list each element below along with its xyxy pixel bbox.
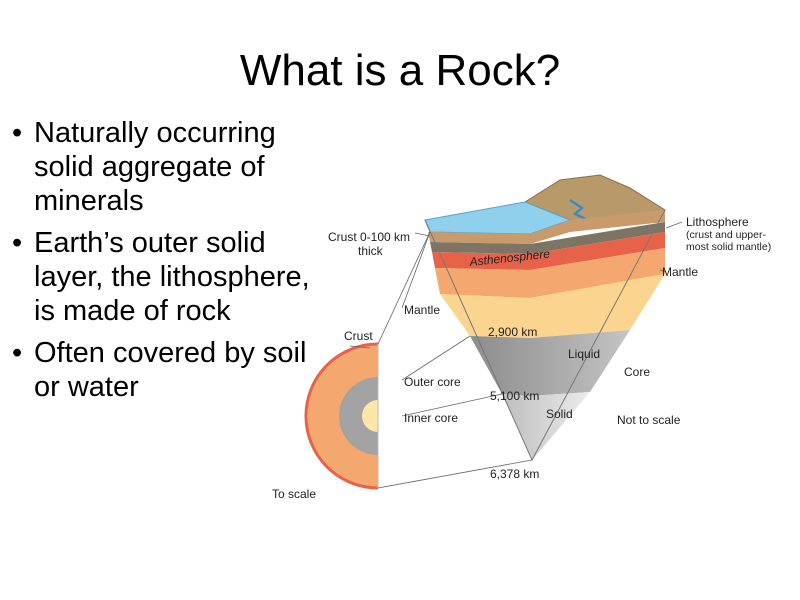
to-scale-cross-section <box>304 342 379 490</box>
upper-mantle-layer <box>435 248 665 298</box>
label-crust-thickness-2: thick <box>358 244 384 258</box>
bullet-dot: • <box>12 337 23 369</box>
bullet-text: Naturally occurring solid aggregate of m… <box>34 117 276 217</box>
label-inner-core: Inner core <box>404 411 458 425</box>
bullet-dot: • <box>12 227 23 259</box>
leader-lines <box>349 221 683 489</box>
label-to-scale: To scale <box>272 487 316 501</box>
bullet-item: • Naturally occurring solid aggregate of … <box>6 116 326 218</box>
label-lithosphere-2: (crust and upper- <box>686 229 766 241</box>
bullet-item: • Often covered by soil or water <box>6 336 326 404</box>
label-depth-5100: 5,100 km <box>490 389 539 403</box>
label-liquid: Liquid <box>568 347 600 361</box>
to-scale-inner-core <box>362 400 378 432</box>
bullet-dot: • <box>12 117 23 149</box>
earth-layers-diagram: Crust 0-100 km thick Lithosphere (crust … <box>272 174 771 501</box>
label-lithosphere: Lithosphere <box>686 215 749 229</box>
earth-cutaway-wedge <box>424 174 667 462</box>
outer-core-layer <box>470 330 630 396</box>
label-core: Core <box>624 365 650 379</box>
slide-title: What is a Rock? <box>239 46 561 95</box>
label-crust: Crust <box>344 329 373 343</box>
label-crust-thickness: Crust 0-100 km <box>328 230 410 244</box>
bullet-text: Earth’s outer solid layer, the lithosphe… <box>34 227 310 327</box>
label-outer-core: Outer core <box>404 375 461 389</box>
bullet-list: • Naturally occurring solid aggregate of … <box>6 116 326 412</box>
to-scale-crust <box>304 342 379 490</box>
label-depth-2900: 2,900 km <box>488 325 537 339</box>
asthenosphere-layer <box>432 232 665 270</box>
label-lithosphere-3: most solid mantle) <box>686 241 771 253</box>
label-depth-6378: 6,378 km <box>490 467 539 481</box>
to-scale-outer-core <box>339 377 378 455</box>
label-mantle-right: Mantle <box>662 265 698 279</box>
inner-core-layer <box>502 392 590 460</box>
river <box>569 198 589 222</box>
lower-mantle-layer <box>440 274 665 338</box>
bullet-item: • Earth’s outer solid layer, the lithosph… <box>6 226 326 328</box>
lithosphere-strip <box>430 222 665 254</box>
label-not-to-scale: Not to scale <box>617 413 681 427</box>
bullet-text: Often covered by soil or water <box>34 337 307 403</box>
label-mantle-left: Mantle <box>404 303 440 317</box>
crust-layer <box>428 210 665 244</box>
label-solid: Solid <box>546 407 573 421</box>
